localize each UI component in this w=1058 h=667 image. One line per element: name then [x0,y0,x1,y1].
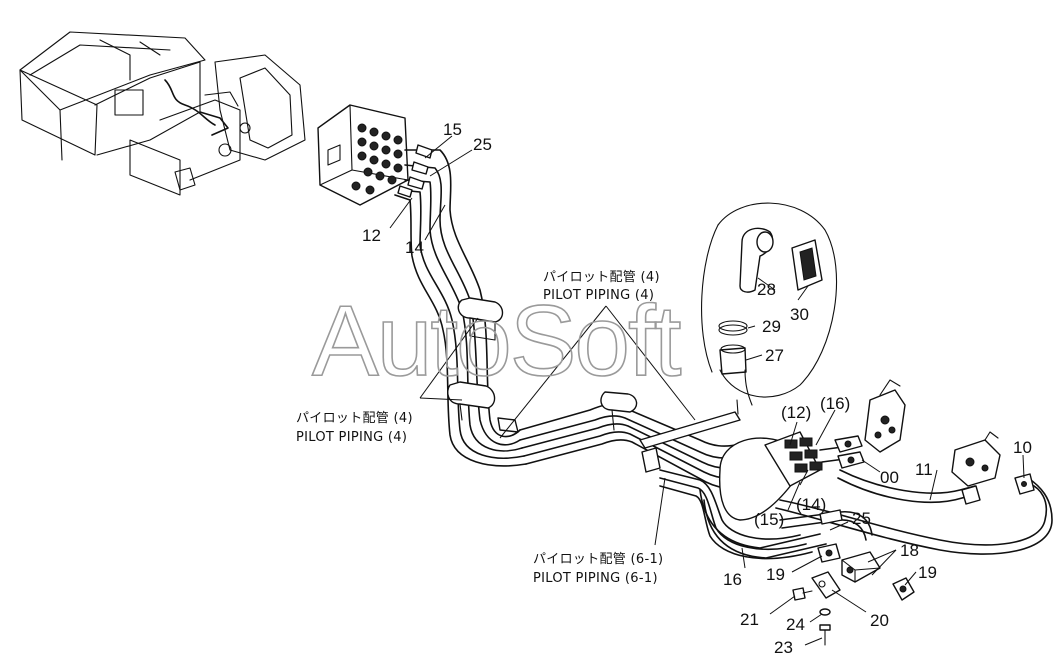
pilot-valve-right [864,379,906,453]
washer-24 [819,608,831,616]
callout-16: 16 [723,570,742,589]
hose-25-lower [779,509,873,541]
note-pilot-piping-4-top-jp: パイロット配管 (4) [543,270,660,285]
hose-clamps-upper [447,297,504,421]
callout-20: 20 [870,611,889,630]
plate-20 [811,571,841,599]
fitting-19-right [892,577,915,601]
bolt-23 [819,624,831,646]
pilot-hose-bundle-upper [394,144,527,467]
callout-24: 24 [786,615,805,634]
note-pilot-piping-6-1-en: PILOT PIPING (6-1) [533,571,658,586]
callout-15-ref: (15) [754,510,784,529]
callout-25-lower: 25 [852,509,871,528]
swivel-joint-assembly [718,431,853,521]
callout-19-left: 19 [766,565,785,584]
callout-27: 27 [765,346,784,365]
callout-21: 21 [740,610,759,629]
callout-14-ref: (14) [796,495,826,514]
callout-00: 00 [880,468,899,487]
bolt-21 [792,587,813,601]
callout-15: 15 [443,120,462,139]
pilot-valve-far-right [951,431,1001,487]
callout-18: 18 [900,541,919,560]
callout-23: 23 [774,638,793,657]
pilot-hose-bundle-horizontal [497,391,747,489]
callout-12-ref: (12) [781,403,811,422]
callout-12: 12 [362,226,381,245]
pilot-control-valve-block [317,104,409,206]
note-pilot-piping-4-left-jp: パイロット配管 (4) [296,411,413,426]
note-pilot-piping-4-left-en: PILOT PIPING (4) [296,430,407,445]
callout-16-ref: (16) [820,394,850,413]
fitting-10 [1014,473,1035,495]
fitting-19-left [817,543,841,563]
detail-bubble-swivel [701,202,838,406]
pilot-hose-bundle-lower [659,469,827,560]
leader-lines [389,135,1025,646]
callout-29: 29 [762,317,781,336]
callout-30: 30 [790,305,809,324]
bracket-bar [639,399,741,473]
note-pilot-piping-6-1-jp: パイロット配管 (6-1) [533,552,663,567]
callout-14: 14 [405,238,424,257]
callout-25-top: 25 [473,135,492,154]
callout-10: 10 [1013,438,1032,457]
block-18 [841,551,881,583]
callout-28: 28 [757,280,776,299]
callout-11: 11 [915,460,933,479]
fittings-00 [834,435,865,469]
watermark-text: AutoSoft [312,285,682,397]
machine-overview-illustration [19,31,306,196]
callout-19-right: 19 [918,563,937,582]
fitting-11-end [961,485,981,505]
note-pilot-piping-4-top-en: PILOT PIPING (4) [543,288,654,303]
